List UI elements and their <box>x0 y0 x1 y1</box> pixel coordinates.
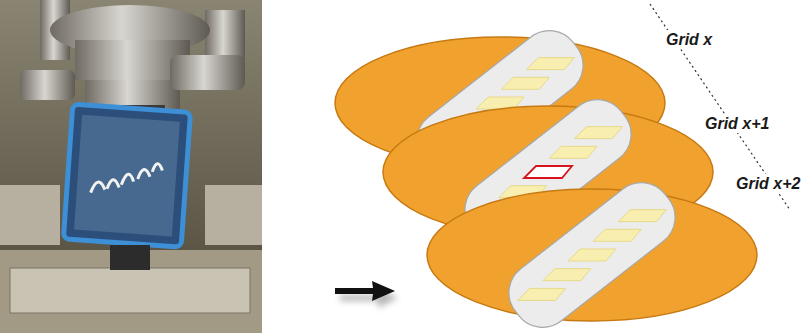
section <box>618 210 666 222</box>
grid <box>427 171 757 333</box>
arrow <box>335 281 398 308</box>
grid-label: Grid x+2 <box>733 174 803 193</box>
grid-label: Grid x <box>663 30 715 49</box>
microscope-photo <box>0 0 262 333</box>
section <box>568 249 616 261</box>
section <box>574 127 622 139</box>
section <box>518 288 566 300</box>
grid-disc <box>427 189 757 321</box>
section <box>543 269 591 281</box>
grid-label: Grid x+1 <box>702 114 772 133</box>
slot <box>497 171 687 333</box>
section <box>501 77 549 89</box>
section <box>549 146 597 158</box>
section <box>526 58 574 70</box>
section <box>593 229 641 241</box>
section <box>524 166 572 178</box>
